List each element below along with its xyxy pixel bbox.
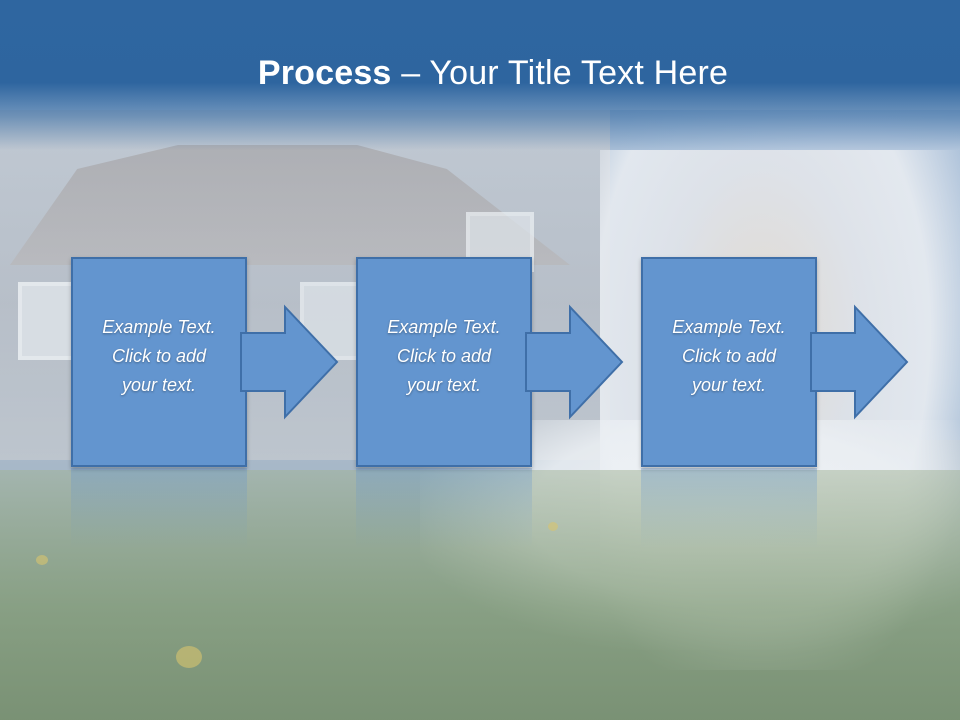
process-step-2[interactable]: Example Text. Click to add your text. [356, 257, 624, 467]
background-window [18, 282, 80, 360]
process-step-1[interactable]: Example Text. Click to add your text. [71, 257, 339, 467]
title-rest: – Your Title Text Here [391, 54, 729, 92]
process-step-3[interactable]: Example Text. Click to add your text. [641, 257, 909, 467]
background-grass [0, 470, 960, 720]
step-text-line: your text. [406, 375, 482, 395]
step-text-line: your text. [121, 375, 197, 395]
step-text-line: Click to add [681, 346, 777, 366]
step-text-line: Click to add [111, 346, 207, 366]
process-box-text[interactable]: Example Text. Click to add your text. [79, 313, 239, 400]
background-flower [176, 646, 202, 668]
box-reflection [356, 468, 532, 548]
process-box[interactable]: Example Text. Click to add your text. [356, 257, 532, 467]
background-flower [548, 522, 558, 531]
step-text-line: Example Text. [387, 317, 501, 337]
process-box[interactable]: Example Text. Click to add your text. [641, 257, 817, 467]
box-reflection [641, 468, 817, 548]
step-text-line: Example Text. [672, 317, 786, 337]
step-text-line: your text. [691, 375, 767, 395]
title-bar: Process – Your Title Text Here [0, 0, 960, 150]
right-arrow-icon [525, 304, 624, 420]
process-box-text[interactable]: Example Text. Click to add your text. [649, 313, 809, 400]
step-text-line: Click to add [396, 346, 492, 366]
step-text-line: Example Text. [102, 317, 216, 337]
process-box-text[interactable]: Example Text. Click to add your text. [364, 313, 524, 400]
right-arrow-icon [810, 304, 909, 420]
right-arrow-icon [240, 304, 339, 420]
process-box[interactable]: Example Text. Click to add your text. [71, 257, 247, 467]
box-reflection [71, 468, 247, 548]
background-flower [36, 555, 48, 565]
slide-title[interactable]: Process – Your Title Text Here [0, 54, 960, 93]
title-bold: Process [257, 54, 392, 92]
